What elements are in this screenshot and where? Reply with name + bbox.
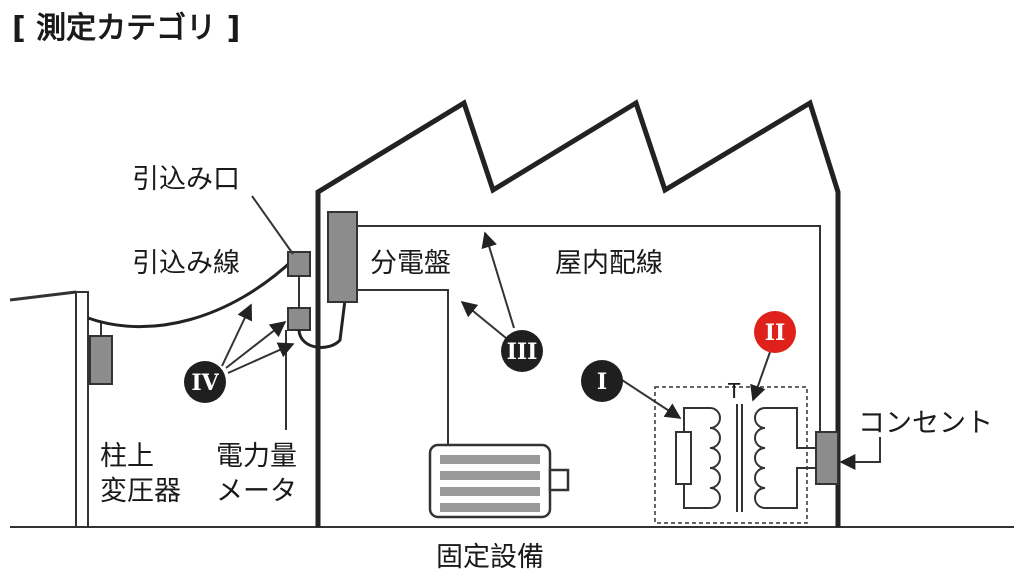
- service-entrance-box: [287, 251, 311, 277]
- pole-transformer-label-1: 柱上: [100, 441, 154, 472]
- cat-2-arrow: [750, 351, 771, 402]
- svg-text:IV: IV: [191, 370, 219, 396]
- indoor-wiring: [357, 225, 821, 432]
- distribution-board-label: 分電盤: [370, 248, 451, 279]
- cat-3-arrow-up: [481, 231, 515, 329]
- service-wire: [87, 256, 297, 329]
- watt-meter-label-2: メータ: [216, 476, 297, 507]
- service-entrance-label: 引込み口: [132, 164, 240, 195]
- cat-3-arrow-left: [460, 300, 507, 339]
- svg-text:I: I: [597, 369, 607, 395]
- utility-pole: [9, 290, 89, 528]
- diagram-title: [ 測定カテゴリ ]: [12, 11, 240, 46]
- watt-meter-label-1: 電力量: [216, 441, 297, 472]
- category-badge-2: II: [754, 311, 796, 353]
- outlet-label: コンセント: [858, 408, 993, 439]
- equipment-feed: [357, 289, 449, 445]
- outlet-box: [815, 431, 839, 485]
- pole-transformer-label-2: 変圧器: [100, 476, 181, 507]
- category-badge-1: I: [581, 360, 623, 402]
- transformer-circuit: [675, 404, 816, 512]
- transformer-symbol-label: T: [727, 379, 741, 403]
- cat-4-arrow-b: [225, 321, 287, 369]
- service-wire-label: 引込み線: [132, 248, 240, 279]
- appliance-box: [654, 386, 808, 524]
- outlet-pointer: [839, 437, 881, 470]
- watt-meter-box: [287, 307, 311, 331]
- cat-4-arrow-a: [221, 303, 253, 367]
- fixed-equipment-motor: [428, 443, 570, 519]
- fixed-equipment-label: 固定設備: [436, 542, 544, 573]
- category-badge-4: IV: [184, 361, 226, 403]
- indoor-wiring-label: 屋内配線: [555, 248, 663, 279]
- building-outline: [315, 99, 841, 527]
- svg-text:II: II: [765, 320, 786, 346]
- category-badge-3: III: [501, 330, 543, 372]
- distribution-board: [327, 211, 358, 303]
- cat-4-arrow-c: [227, 342, 295, 374]
- pole-transformer: [89, 335, 113, 385]
- cat-1-arrow: [621, 379, 682, 419]
- svg-text:III: III: [507, 339, 538, 365]
- service-entrance-pointer: [251, 195, 294, 255]
